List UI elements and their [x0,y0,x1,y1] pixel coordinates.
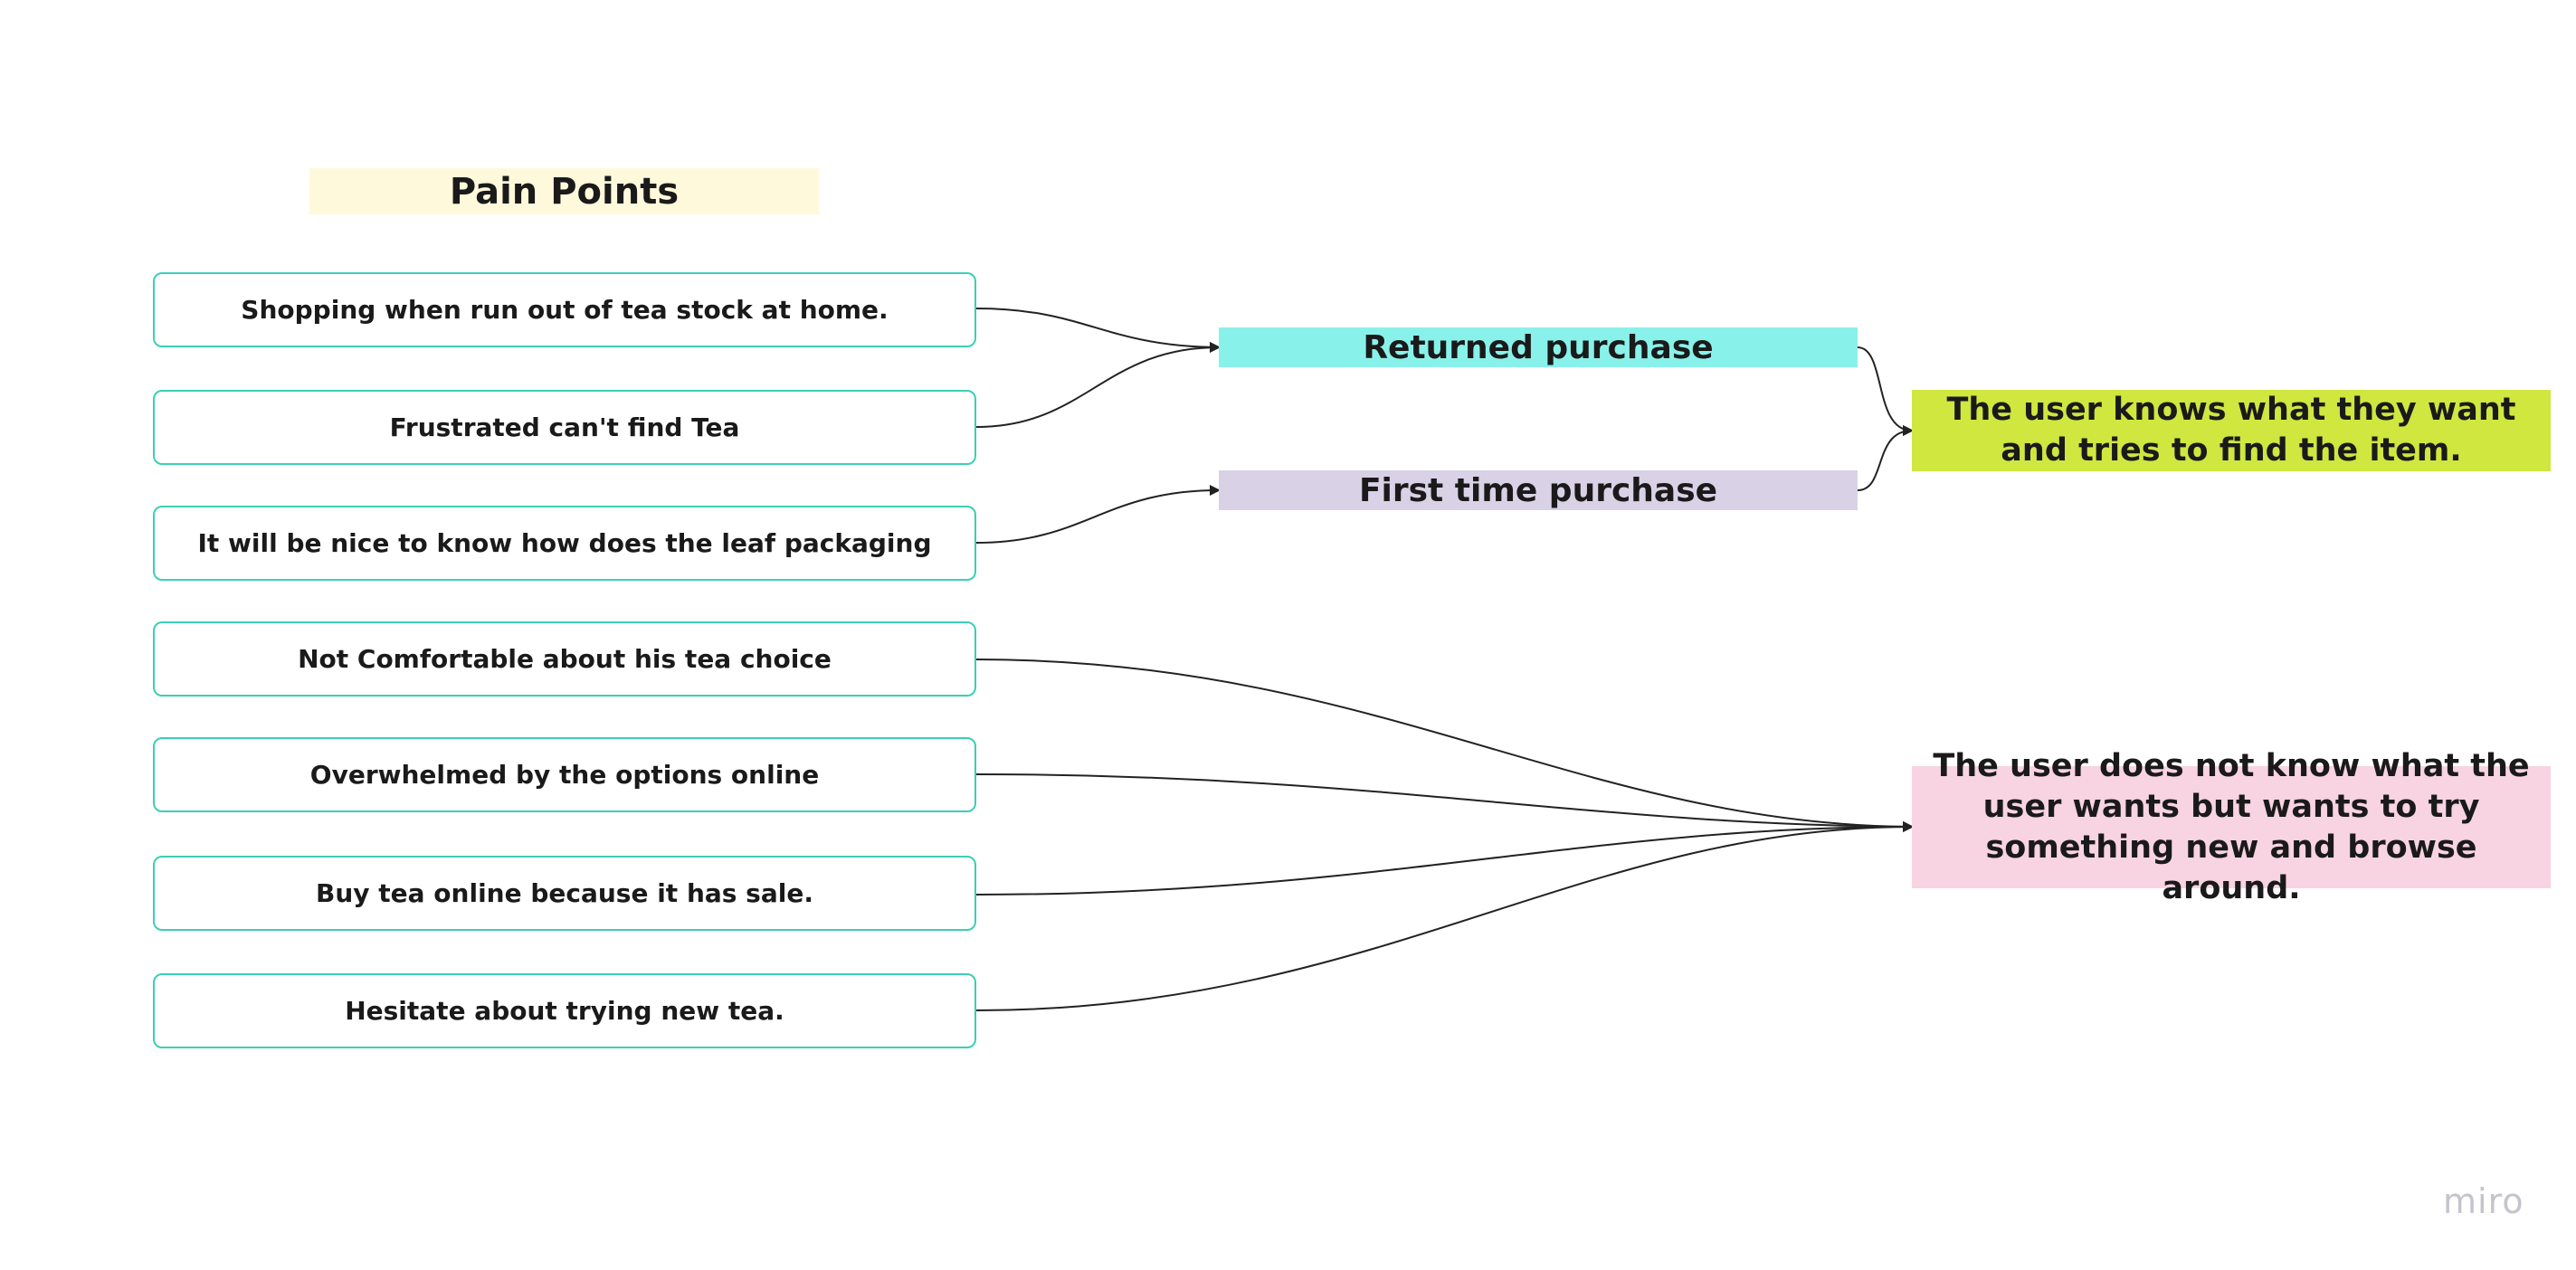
pain-point-label: Not Comfortable about his tea choice [298,644,832,674]
outcome-browse-around[interactable]: The user does not know what the user wan… [1912,748,2551,906]
pain-point-label: Buy tea online because it has sale. [316,878,813,908]
pain-point-card[interactable]: Frustrated can't find Tea [153,390,976,465]
category-returned-purchase[interactable]: Returned purchase [1219,327,1858,367]
pain-point-label: Overwhelmed by the options online [309,760,820,790]
outcome-label: The user knows what they want and tries … [1946,392,2516,469]
connector-first-time-outcome1 [1857,425,1914,491]
pain-point-card[interactable]: It will be nice to know how does the lea… [153,506,976,581]
pain-point-card[interactable]: Not Comfortable about his tea choice [153,621,976,697]
outcome-knows-what-they-want[interactable]: The user knows what they want and tries … [1912,390,2551,471]
connector-pain-3-first-time [975,485,1221,544]
connector-pain-6-outcome2 [975,821,1914,896]
connector-pain-1-returned [975,308,1221,353]
connector-pain-2-returned [975,342,1221,428]
category-label: Returned purchase [1363,328,1714,366]
pain-point-label: It will be nice to know how does the lea… [197,528,932,558]
connector-pain-5-outcome2 [975,773,1914,832]
pain-point-card[interactable]: Shopping when run out of tea stock at ho… [153,272,976,347]
connector-pain-7-outcome2 [975,821,1914,1011]
pain-point-label: Hesitate about trying new tea. [345,996,784,1026]
pain-point-card[interactable]: Overwhelmed by the options online [153,737,976,812]
connector-returned-outcome1 [1857,346,1914,436]
pain-point-card[interactable]: Hesitate about trying new tea. [153,973,976,1048]
connector-pain-4-outcome2 [975,659,1914,832]
pain-point-card[interactable]: Buy tea online because it has sale. [153,856,976,931]
outcome-label: The user does not know what the user wan… [1933,747,2530,906]
miro-watermark: miro [2443,1181,2524,1221]
pain-points-title: Pain Points [309,168,819,214]
category-label: First time purchase [1358,471,1718,509]
category-first-time-purchase[interactable]: First time purchase [1219,470,1858,510]
pain-point-label: Shopping when run out of tea stock at ho… [241,295,889,325]
pain-point-label: Frustrated can't find Tea [389,412,740,442]
